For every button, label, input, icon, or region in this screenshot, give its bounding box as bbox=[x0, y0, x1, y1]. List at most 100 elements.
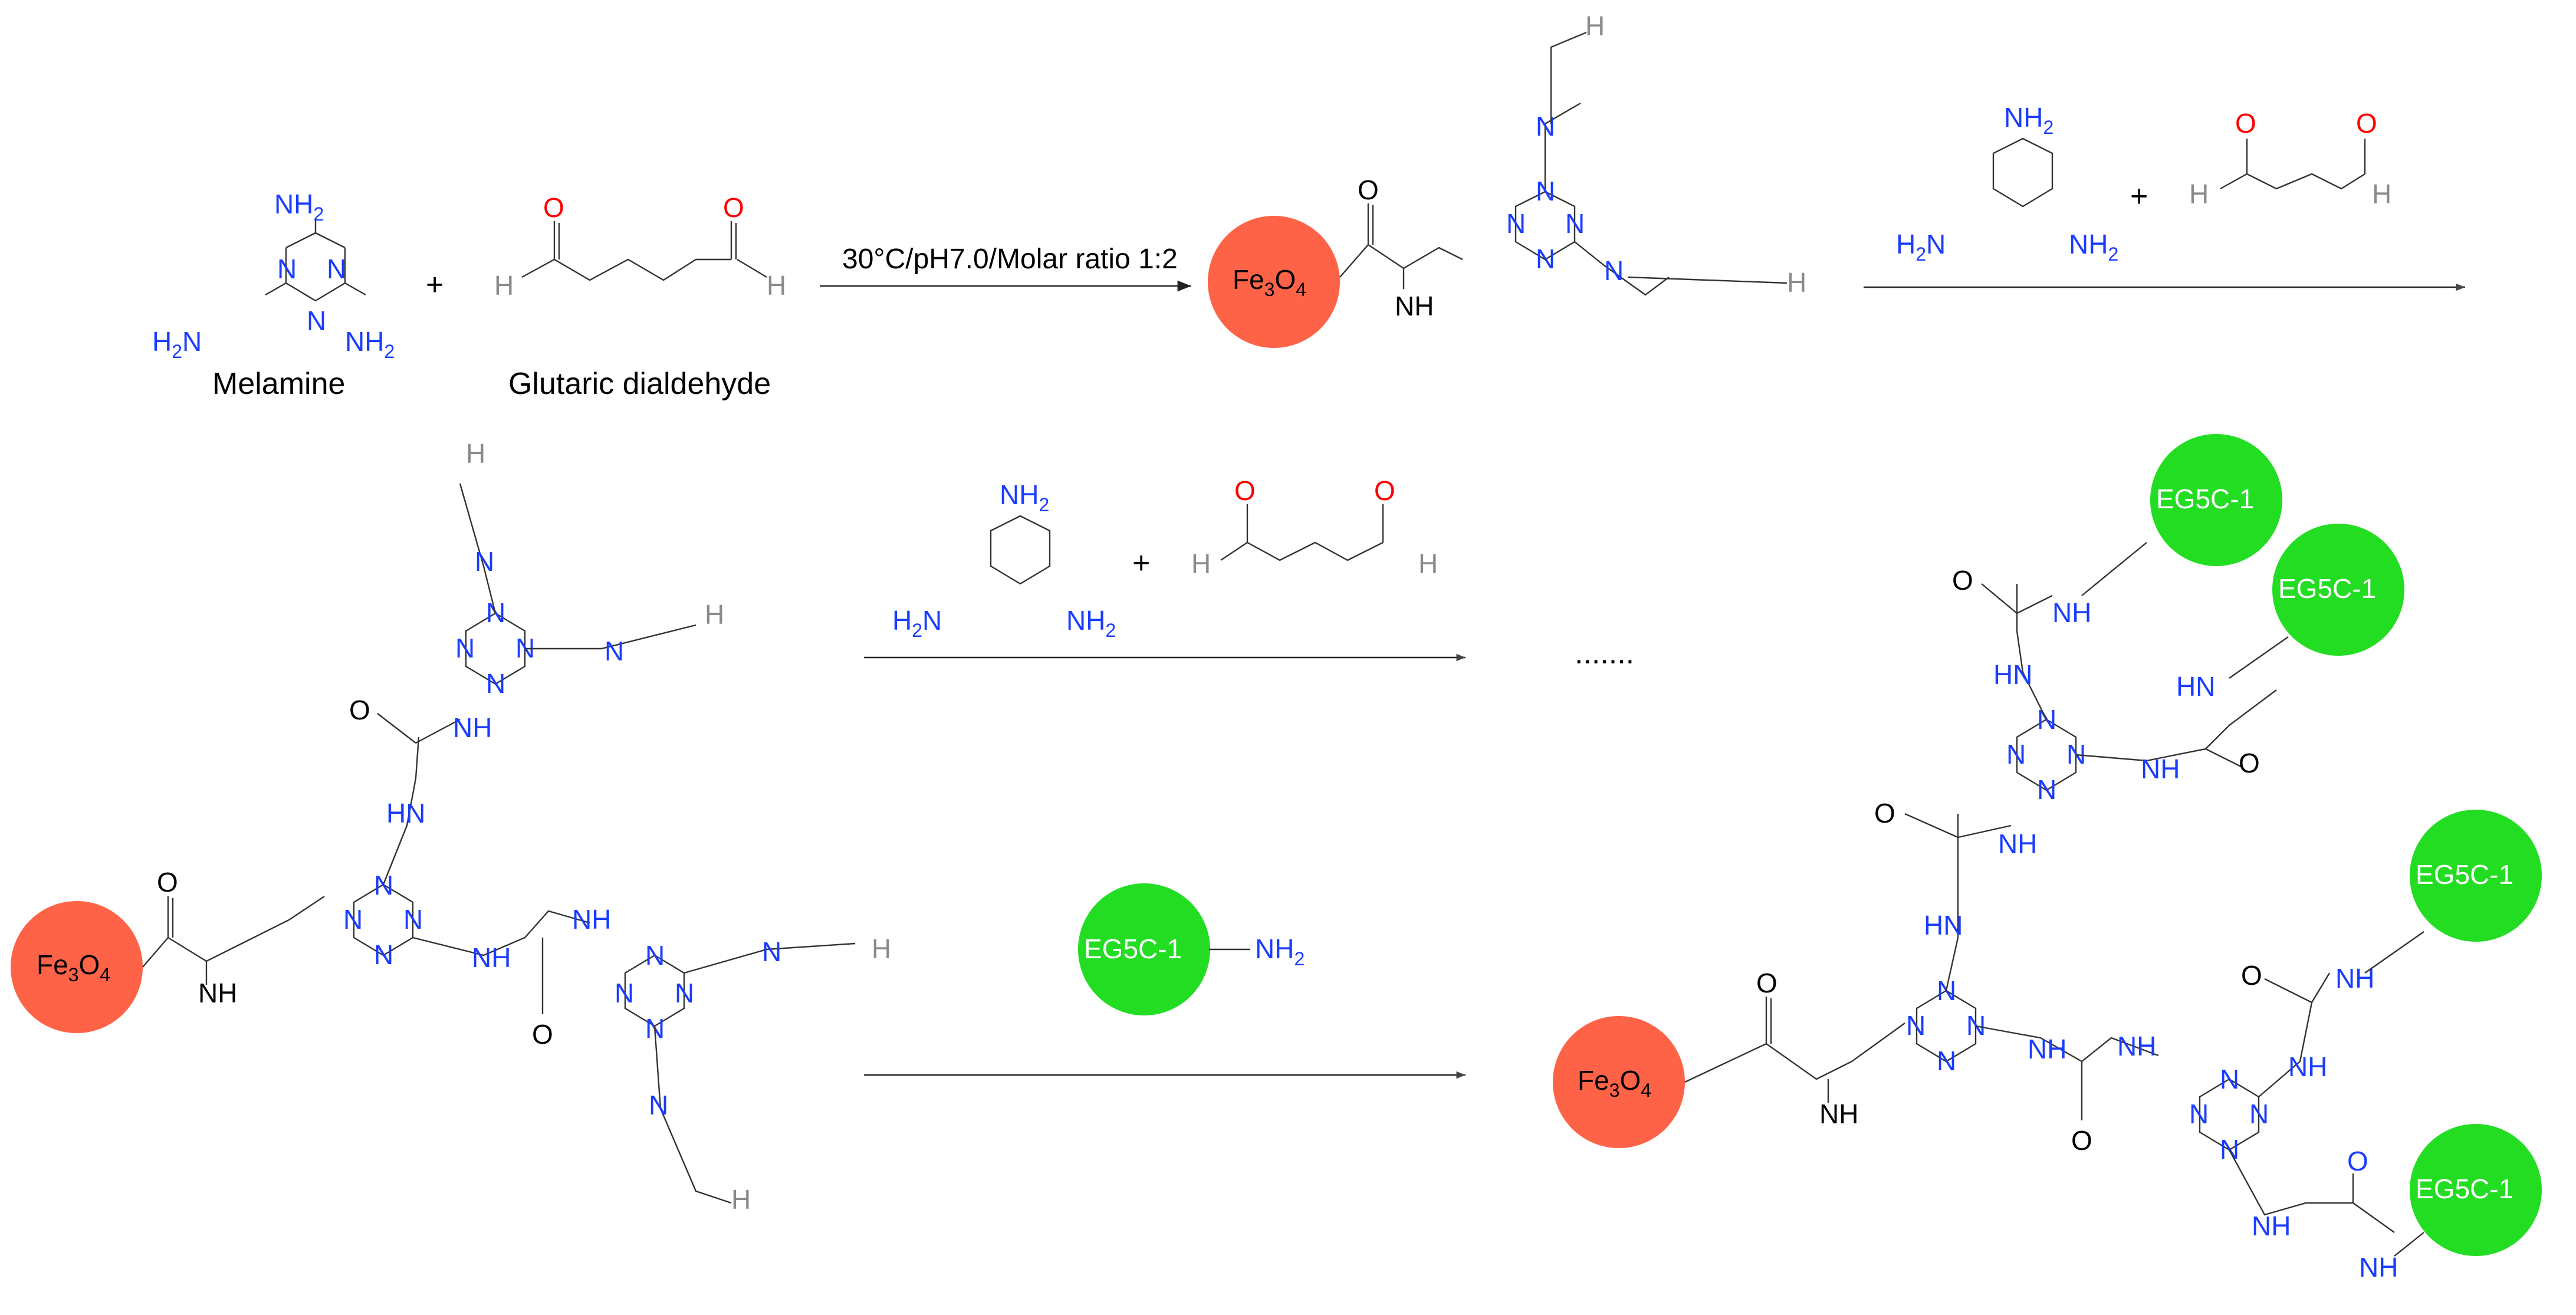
aldehyde-h-left: H bbox=[494, 270, 514, 301]
aldehyde-o-right: O bbox=[723, 192, 744, 223]
nh-f-right6: NH bbox=[2335, 963, 2374, 994]
triazine-n-f3a: N bbox=[2220, 1064, 2239, 1094]
aldehyde-h-left-s3: H bbox=[1191, 548, 1211, 579]
triazine-n-f2d: N bbox=[2037, 774, 2056, 805]
triazine-n-p1c: N bbox=[1565, 208, 1585, 239]
amide-h-f1: NH bbox=[1819, 1099, 1858, 1129]
imine-h-p1-top: H bbox=[1585, 11, 1605, 41]
fe3o4-label-2: Fe3O4 bbox=[37, 949, 110, 985]
fe3o4-particle-2 bbox=[11, 901, 143, 1033]
nh-f-right2: HN bbox=[2176, 671, 2215, 702]
amide-h-p1: NH bbox=[1395, 291, 1434, 321]
aldehyde-h-right-s3: H bbox=[1418, 548, 1438, 579]
imine-h-p2-top: H bbox=[466, 438, 485, 469]
triazine-n-p1a: N bbox=[1536, 176, 1555, 206]
nh-p2-up1: HN bbox=[386, 798, 425, 829]
triazine-n-f3c: N bbox=[2249, 1099, 2269, 1129]
plus-sign-1: + bbox=[426, 268, 443, 302]
triazine-n-p2b: N bbox=[343, 904, 363, 935]
carbonyl-o-f5: O bbox=[2071, 1125, 2092, 1156]
nh-p2-right1: NH bbox=[472, 942, 511, 973]
aldehyde-h-right: H bbox=[767, 270, 786, 301]
carbonyl-o-p1: O bbox=[1358, 175, 1379, 205]
aldehyde-o-left: O bbox=[543, 192, 564, 223]
reagents-step-3: NH2 H2N NH2 + O O H H bbox=[892, 475, 1438, 641]
nh-f-right3: NH bbox=[2028, 1034, 2066, 1064]
fe3o4-label-1: Fe3O4 bbox=[1233, 264, 1306, 300]
aldehyde-h-left-s2: H bbox=[2189, 179, 2209, 209]
triazine-n-f1d: N bbox=[1937, 1046, 1956, 1076]
aldehyde-h-right-s2: H bbox=[2372, 179, 2391, 209]
final-product: Fe3O4 O NH N N N N HN O NH N N N N HN O … bbox=[1553, 434, 2542, 1283]
imine-n-p1-right: N bbox=[1604, 255, 1624, 286]
triazine-n-p1d: N bbox=[1536, 244, 1555, 274]
triazine-n-f2a: N bbox=[2037, 704, 2056, 735]
carbonyl-o-f3: O bbox=[1952, 565, 1973, 596]
enzyme-particle-4 bbox=[2410, 1124, 2542, 1256]
triazine-n-f1b: N bbox=[1906, 1010, 1926, 1041]
carbonyl-o-f7: O bbox=[2347, 1146, 2368, 1176]
imine-n-p2-top: N bbox=[475, 546, 494, 577]
melamine-nh2-top-s2: NH2 bbox=[2004, 102, 2053, 138]
aldehyde-o-left-s2: O bbox=[2235, 108, 2256, 139]
carbonyl-o-p2a: O bbox=[157, 867, 178, 898]
melamine-h2n-left-s2: H2N bbox=[1896, 229, 1946, 265]
reagents-step-2: NH2 H2N NH2 + O O H H bbox=[1896, 102, 2391, 265]
nh-f-right1: NH bbox=[2141, 754, 2180, 784]
triazine-n-p2a: N bbox=[374, 870, 393, 900]
triazine-n-p2j: N bbox=[615, 978, 634, 1008]
nh-p2-up2: NH bbox=[453, 712, 492, 743]
fe3o4-label-3: Fe3O4 bbox=[1578, 1065, 1651, 1101]
enzyme-label-4: EG5C-1 bbox=[2416, 1173, 2513, 1204]
nh-f-bottom2: NH bbox=[2359, 1252, 2398, 1283]
enzyme-particle-2 bbox=[2272, 524, 2404, 656]
melamine-n-2: N bbox=[327, 254, 346, 284]
triazine-n-p1b: N bbox=[1506, 208, 1526, 239]
imine-h-p2-right: H bbox=[872, 933, 891, 964]
melamine-structure: N N N NH2 H2N NH2 Melamine bbox=[152, 189, 395, 401]
nh-f-up1: HN bbox=[1924, 910, 1963, 941]
fe3o4-particle-1 bbox=[1208, 216, 1340, 348]
nh-f-up3: HN bbox=[1993, 659, 2032, 690]
enzyme-particle-3 bbox=[2410, 810, 2542, 942]
melamine-nh2-right-s3: NH2 bbox=[1066, 605, 1116, 641]
enzyme-nh2: NH2 bbox=[1255, 933, 1305, 969]
melamine-h2n-left: H2N bbox=[152, 326, 202, 362]
triazine-n-p2h: N bbox=[486, 668, 505, 699]
aldehyde-o-right-s2: O bbox=[2356, 108, 2377, 139]
enzyme-label-2: EG5C-1 bbox=[2278, 573, 2376, 604]
aldehyde-o-right-s3: O bbox=[1374, 475, 1395, 506]
carbonyl-o-f2: O bbox=[1874, 798, 1895, 829]
fe3o4-particle-3 bbox=[1553, 1016, 1685, 1148]
triazine-n-p2c: N bbox=[403, 904, 423, 935]
enzyme-reagent: EG5C-1 NH2 bbox=[1078, 883, 1305, 1015]
triazine-n-f3d: N bbox=[2220, 1134, 2239, 1165]
triazine-n-f3b: N bbox=[2189, 1099, 2209, 1129]
enzyme-label-reagent: EG5C-1 bbox=[1084, 933, 1182, 964]
melamine-nh2-top: NH2 bbox=[274, 189, 324, 225]
triazine-n-f2b: N bbox=[2006, 739, 2026, 770]
imine-n-p2-right: N bbox=[762, 936, 781, 967]
enzyme-label-3: EG5C-1 bbox=[2416, 859, 2513, 890]
nh-f-up2: NH bbox=[1998, 829, 2037, 859]
carbonyl-o-f6: O bbox=[2241, 960, 2262, 991]
melamine-label: Melamine bbox=[212, 367, 345, 401]
triazine-n-p2i: N bbox=[645, 940, 665, 971]
triazine-n-p2d: N bbox=[374, 939, 393, 970]
melamine-n-3: N bbox=[307, 305, 326, 336]
nh-f-right5: NH bbox=[2288, 1051, 2327, 1082]
nh-f-bottom1: NH bbox=[2252, 1211, 2291, 1241]
nh-p2-right2: NH bbox=[572, 904, 611, 935]
melamine-nh2-right: NH2 bbox=[345, 326, 395, 362]
aldehyde-o-left-s3: O bbox=[1234, 475, 1256, 506]
imine-n-p1-top: N bbox=[1536, 111, 1555, 142]
carbonyl-o-p2c: O bbox=[532, 1019, 553, 1050]
triazine-n-p2f: N bbox=[455, 633, 475, 663]
melamine-nh2-top-s3: NH2 bbox=[1000, 479, 1049, 515]
triazine-n-p2k: N bbox=[675, 978, 694, 1008]
imine-h-p2-bottom: H bbox=[731, 1184, 751, 1215]
glutaraldehyde-label: Glutaric dialdehyde bbox=[508, 367, 771, 401]
nh-f-right4: NH bbox=[2117, 1031, 2156, 1061]
carbonyl-o-p2b: O bbox=[349, 695, 370, 725]
